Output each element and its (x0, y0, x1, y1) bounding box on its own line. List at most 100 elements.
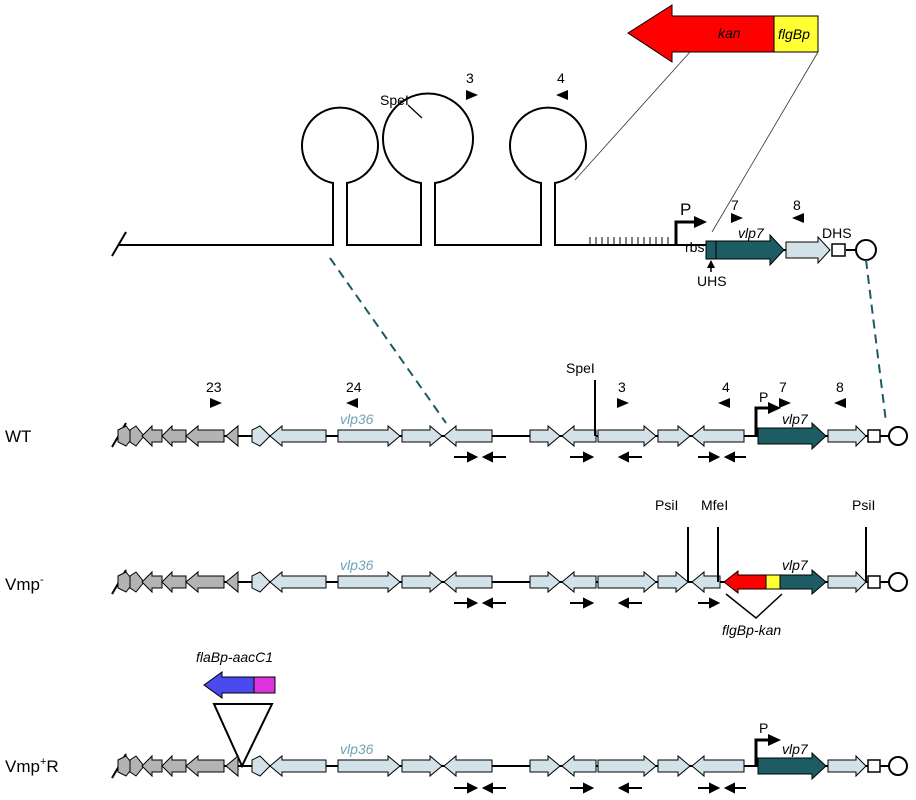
top-spei-label: SpeI (380, 92, 409, 108)
vmp-flgbp-box (765, 574, 781, 590)
wt-primer-8 (834, 398, 846, 408)
wt-primer-4-label: 4 (722, 379, 730, 395)
gene-light (561, 424, 597, 448)
vmp-plus-vlp7-label: vlp7 (782, 741, 809, 757)
vmp-plus-dhs-box (867, 759, 881, 773)
wt-telomere (888, 426, 908, 446)
aacc1-arrow (203, 671, 255, 699)
wt-primer-8-label: 8 (836, 379, 844, 395)
wt-vlp36-label: vlp36 (340, 411, 374, 427)
gene-light (337, 424, 401, 448)
row-label-vmp-plus: Vmp+R (5, 756, 59, 776)
gene-light (269, 424, 327, 448)
wt-primer-4 (718, 398, 730, 408)
kan-label: kan (718, 25, 741, 41)
gene-light (529, 424, 561, 448)
gene-light (401, 754, 443, 778)
dhs-label: DHS (822, 225, 852, 241)
wt-locus (111, 380, 908, 451)
top-p-label: P (680, 200, 691, 219)
hatch-ticks (589, 237, 669, 245)
gene-grey (185, 424, 225, 448)
gene-light (561, 754, 597, 778)
gene-light (529, 754, 561, 778)
gene-light (691, 424, 745, 448)
gene-light (443, 570, 493, 594)
top-primer-3-label: 3 (466, 70, 474, 86)
vmp-minus-vlp36-label: vlp36 (340, 557, 374, 573)
svg-text:Vmp+R: Vmp+R (5, 756, 59, 776)
wt-primer-23 (210, 398, 222, 408)
wt-primer-23-label: 23 (206, 379, 222, 395)
vmp-telomere (888, 572, 908, 592)
vmp-minus-primer-arrows (454, 597, 721, 609)
top-vlp7-label: vlp7 (738, 225, 765, 241)
svg-text:Vmp-: Vmp- (5, 574, 44, 594)
gene-light (657, 570, 689, 594)
gene-grey (185, 570, 225, 594)
gene-light (401, 424, 443, 448)
top-primer-7-label: 7 (731, 197, 739, 213)
vmp-vlp7-gene (779, 568, 827, 596)
gene-light (691, 754, 745, 778)
insert-line-left (574, 51, 691, 181)
gene-light (691, 570, 721, 594)
vmp-psil-label-2: PsiI (852, 497, 875, 513)
wt-primer-7 (779, 398, 791, 408)
gene-light (597, 754, 657, 778)
insertion-triangle (212, 703, 274, 769)
flabp-box (253, 676, 276, 694)
gene-light (657, 754, 691, 778)
vmp-plus-vlp36-label: vlp36 (340, 741, 374, 757)
gene-light (337, 754, 401, 778)
wt-primer-3 (617, 398, 629, 408)
gene-light (443, 424, 493, 448)
row-label-wt: WT (5, 427, 31, 446)
backbone (119, 92, 587, 246)
gene-light (269, 754, 327, 778)
wt-vlp7-label: vlp7 (782, 411, 809, 427)
gene-grey (225, 754, 239, 778)
wt-spei-label: SpeI (566, 360, 595, 376)
gene-grey (161, 424, 187, 448)
zoom-line-left (329, 257, 447, 424)
gene-grey (161, 570, 187, 594)
top-promoter-head (694, 216, 707, 228)
gene-grey (141, 754, 163, 778)
gene-light (561, 570, 597, 594)
top-primer-4-label: 4 (557, 70, 565, 86)
uhs-box (705, 240, 717, 260)
row-label-vmp-minus: Vmp- (5, 574, 44, 594)
insert-line-right (711, 51, 819, 233)
top-vlp7-gene (715, 233, 785, 267)
flgbp-box (773, 15, 819, 53)
top-primer-8-label: 8 (793, 197, 801, 213)
vmp-plus-promoter-head (768, 734, 781, 746)
vmp-plus-vlp7-gene (757, 751, 827, 781)
gene-grey (225, 424, 239, 448)
gene-grey (129, 755, 145, 777)
top-promoter-arrow (674, 220, 696, 245)
top-primer-3 (466, 90, 478, 100)
wt-vlp7-gene (757, 421, 827, 451)
top-primer-7 (731, 213, 743, 223)
gene-light (443, 754, 493, 778)
flabp-aacc1-label: flaBp-aacC1 (196, 649, 273, 665)
rbs-label: rbs (685, 239, 704, 255)
vmp-dhs-box (867, 575, 881, 589)
wt-p-label: P (759, 389, 768, 405)
vmp-plus-insert: flaBp-aacC1 (196, 649, 276, 769)
wt-primer-arrows (454, 451, 746, 463)
wt-primer-24 (346, 398, 358, 408)
wt-promoter-head (768, 402, 781, 414)
gene-light (657, 424, 691, 448)
gene-grey (225, 570, 239, 594)
gene-grey (161, 754, 187, 778)
gene-light (401, 570, 443, 594)
top-primer-8 (792, 213, 804, 223)
flgbp-kan-label: flgBp-kan (722, 622, 781, 638)
vmp-plus-locus (111, 734, 908, 781)
uhs-label: UHS (697, 273, 727, 289)
vmp-plus-telomere (888, 756, 908, 776)
gene-light (827, 424, 867, 448)
